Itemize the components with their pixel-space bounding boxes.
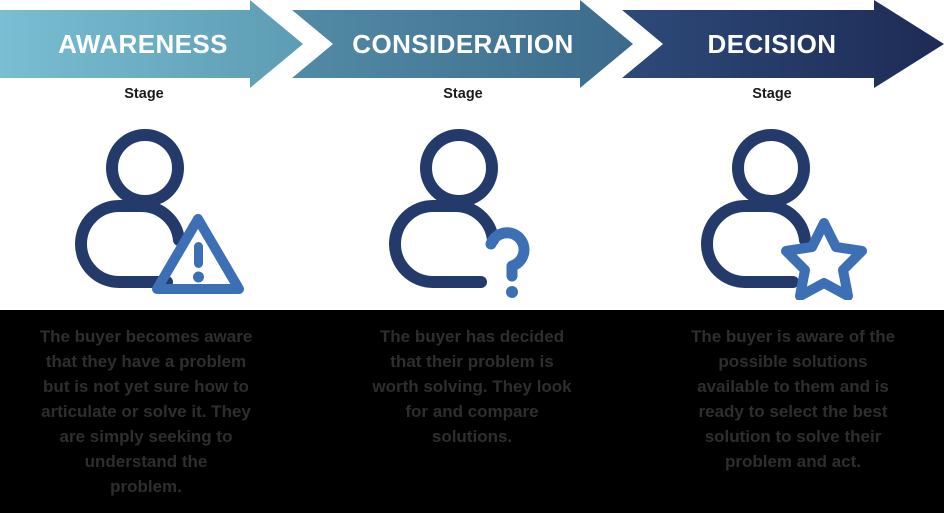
stage-arrow-shape-consideration	[292, 0, 633, 88]
stage-segment-decision[interactable]: DECISION	[622, 0, 944, 88]
question-mark-icon	[485, 227, 530, 298]
stage-title-consideration: CONSIDERATION	[352, 29, 573, 59]
person-icon	[389, 129, 499, 288]
stage-description-consideration: The buyer has decided that their problem…	[372, 327, 572, 446]
stage-segment-consideration[interactable]: CONSIDERATION	[292, 0, 633, 88]
persona-consideration	[314, 120, 628, 310]
warning-triangle-icon	[152, 214, 244, 294]
persona-awareness	[0, 120, 314, 310]
person-icon	[75, 129, 185, 288]
stage-segment-awareness[interactable]: AWARENESS	[0, 0, 303, 88]
stage-description-decision: The buyer is aware of the possible solut…	[690, 327, 896, 471]
stage-description-band: The buyer becomes aware that they have a…	[0, 310, 944, 513]
stage-title-awareness: AWARENESS	[58, 29, 228, 59]
stage-sublabel-decision: Stage	[752, 86, 792, 102]
stage-sublabel-row: Stage Stage Stage	[0, 86, 944, 112]
stage-title-decision: DECISION	[708, 29, 837, 59]
persona-decision	[626, 120, 940, 310]
stage-sublabel-consideration: Stage	[443, 86, 483, 102]
funnel-stage-banner: AWARENESS CONSIDERATION DECISION	[0, 0, 944, 88]
stage-description-awareness: The buyer becomes aware that they have a…	[39, 327, 253, 496]
stage-sublabel-awareness: Stage	[124, 86, 164, 102]
person-icon	[701, 129, 811, 288]
stage-arrow-shape-decision	[622, 0, 944, 88]
stage-arrow-shape-awareness	[0, 0, 303, 88]
star-icon	[781, 218, 867, 300]
persona-icon-row	[0, 120, 944, 310]
